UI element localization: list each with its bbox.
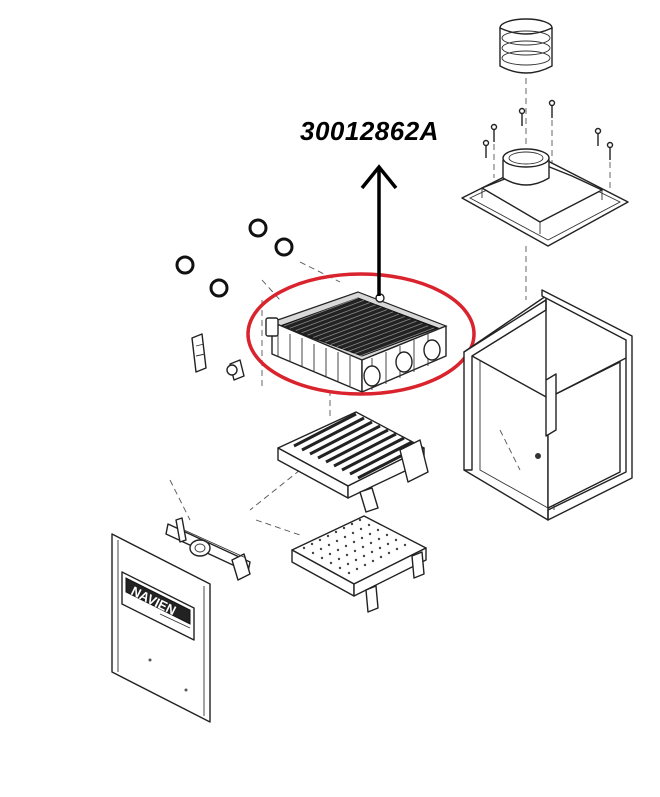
part-number-label: 30012862A xyxy=(300,116,439,146)
tray-hole xyxy=(394,538,398,542)
tray-hole xyxy=(327,543,331,547)
tray-hole xyxy=(359,527,363,531)
tray-hole xyxy=(320,556,324,560)
tray-hole xyxy=(347,571,351,575)
guide-lines xyxy=(169,261,341,536)
hood-screws xyxy=(482,99,614,196)
tray-hole xyxy=(370,550,374,554)
tray-hole xyxy=(343,535,347,539)
hx-fin xyxy=(301,304,376,334)
tray-hole xyxy=(385,533,389,537)
front-panel: NAVIEN xyxy=(111,533,211,723)
tray-hole xyxy=(361,545,365,549)
hx-fin xyxy=(359,327,435,357)
burner-tube xyxy=(309,420,373,456)
tray-hole xyxy=(337,557,341,561)
tray-hole xyxy=(334,530,338,534)
highlight-ellipse xyxy=(246,272,476,396)
tray-hole xyxy=(351,531,355,535)
hx-fin xyxy=(324,313,400,343)
tray-hole xyxy=(403,543,407,547)
tray-hole xyxy=(371,559,375,563)
tray-hole xyxy=(302,546,306,550)
tray-hole xyxy=(395,547,399,551)
tray-hole xyxy=(342,526,346,530)
hx-fin xyxy=(318,311,394,341)
tray-hole xyxy=(354,558,358,562)
tray-hole xyxy=(336,548,340,552)
tray-hole xyxy=(346,562,350,566)
burner-assembly xyxy=(277,411,429,513)
hx-fin xyxy=(336,318,411,348)
burner-tube xyxy=(349,440,413,476)
tray-hole xyxy=(335,539,339,543)
hx-fin xyxy=(330,316,405,345)
burner-tube xyxy=(341,436,405,472)
tray-hole xyxy=(352,540,356,544)
hx-fin xyxy=(348,323,423,352)
tray-hole xyxy=(360,536,364,540)
tray-hole xyxy=(329,561,333,565)
heat-exchanger xyxy=(265,291,448,393)
tray-hole xyxy=(345,553,349,557)
tray-hole xyxy=(319,547,323,551)
burner-tube xyxy=(333,432,397,468)
hx-fin xyxy=(289,299,364,329)
tray-hole xyxy=(326,534,330,538)
tray-hole xyxy=(350,522,354,526)
tray-hole xyxy=(311,551,315,555)
tray-hole xyxy=(387,551,391,555)
flue-collar xyxy=(499,18,553,148)
burner-tube xyxy=(293,412,357,448)
burner-tray xyxy=(291,515,427,613)
burner-tube xyxy=(325,428,389,464)
tray-hole xyxy=(369,541,373,545)
exhaust-hood xyxy=(461,148,629,300)
tray-hole xyxy=(376,528,380,532)
hx-fin xyxy=(342,320,417,350)
gas-manifold xyxy=(165,517,251,581)
burner-tube xyxy=(301,416,365,452)
cabinet-casing xyxy=(463,289,633,521)
tray-hole xyxy=(377,537,381,541)
pointer-arrow xyxy=(360,164,398,296)
bracket-and-sensor xyxy=(191,333,245,381)
tray-hole xyxy=(363,563,367,567)
burner-tube xyxy=(317,424,381,460)
tray-hole xyxy=(379,555,383,559)
tray-hole xyxy=(338,566,342,570)
tray-hole xyxy=(328,552,332,556)
hx-fin xyxy=(283,297,359,327)
tray-hole xyxy=(310,542,314,546)
tray-hole xyxy=(378,546,382,550)
hx-fin xyxy=(295,302,370,331)
tray-hole xyxy=(367,523,371,527)
o-rings xyxy=(175,218,294,298)
tray-hole xyxy=(362,554,366,558)
tray-hole xyxy=(355,567,359,571)
hx-fin xyxy=(354,325,429,355)
tray-hole xyxy=(318,538,322,542)
tray-hole xyxy=(368,532,372,536)
hx-fin xyxy=(313,309,388,338)
hx-fin xyxy=(307,306,382,336)
tray-hole xyxy=(386,542,390,546)
tray-hole xyxy=(353,549,357,553)
tray-hole xyxy=(358,518,362,522)
tray-hole xyxy=(344,544,348,548)
